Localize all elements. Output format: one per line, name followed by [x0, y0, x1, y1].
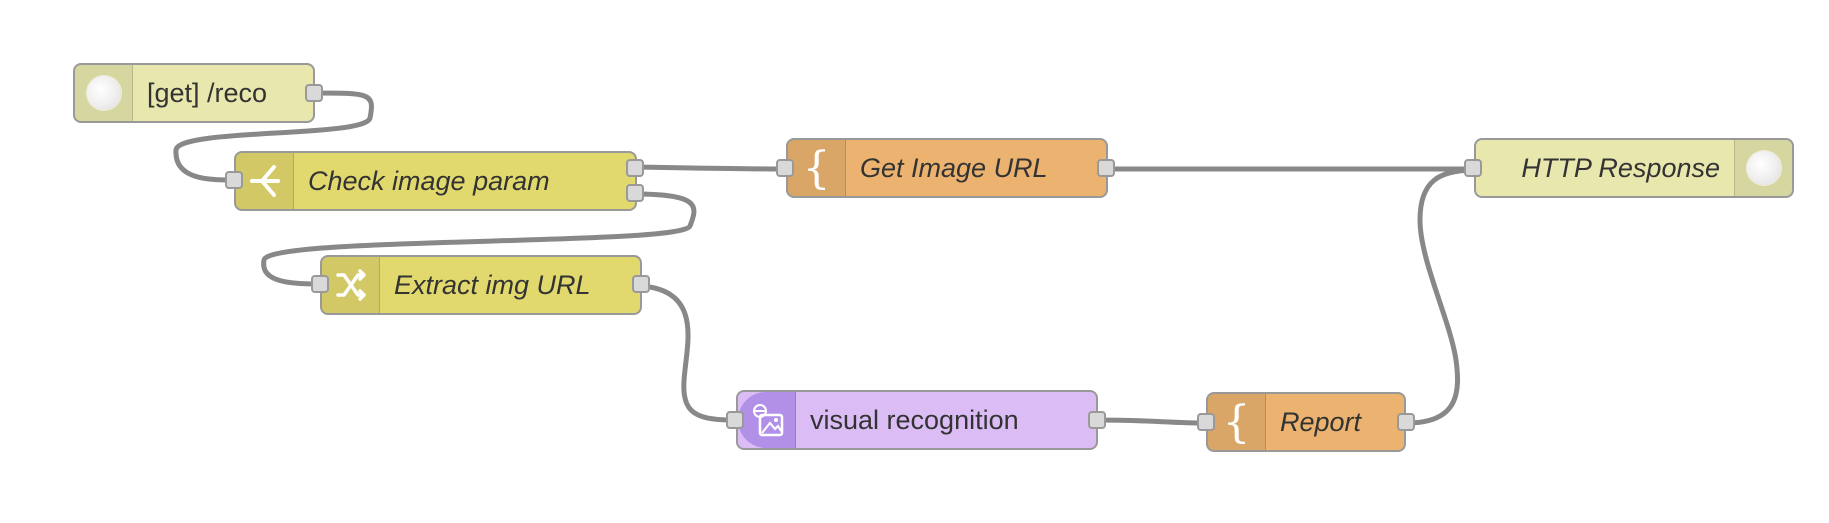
output-port[interactable]	[305, 84, 323, 102]
node-http-response[interactable]: HTTP Response	[1474, 138, 1794, 198]
node-label: HTTP Response	[1521, 152, 1720, 183]
node-report[interactable]: { Report	[1206, 392, 1406, 452]
wire-get-to-check[interactable]	[173, 90, 374, 183]
node-label: Get Image URL	[860, 152, 1048, 183]
node-label: [get] /reco	[147, 77, 268, 108]
output-port[interactable]	[1097, 159, 1115, 177]
input-port[interactable]	[776, 159, 794, 177]
node-get-reco[interactable]: [get] /reco	[73, 63, 315, 123]
input-port[interactable]	[1197, 413, 1215, 431]
wire-check-to-extract[interactable]	[261, 191, 697, 287]
node-visual-recognition[interactable]: visual recognition	[736, 390, 1098, 450]
node-label: Report	[1280, 406, 1362, 437]
globe-icon	[1734, 140, 1792, 196]
wire-report-to-response[interactable]	[1406, 167, 1473, 426]
node-get-image-url[interactable]: { Get Image URL	[786, 138, 1108, 198]
node-check-image-param[interactable]: Check image param	[234, 151, 637, 211]
globe-icon	[75, 65, 133, 121]
output-port[interactable]	[1397, 413, 1415, 431]
input-port[interactable]	[1464, 159, 1482, 177]
output-port-2[interactable]	[626, 184, 644, 202]
input-port[interactable]	[225, 171, 243, 189]
node-label: Extract img URL	[394, 269, 591, 300]
input-port[interactable]	[726, 411, 744, 429]
wire-extract-to-visual[interactable]	[640, 283, 734, 423]
switch-icon	[236, 153, 294, 209]
output-port-1[interactable]	[626, 159, 644, 177]
node-label: visual recognition	[810, 404, 1019, 435]
brace-icon: {	[788, 140, 846, 196]
wire-visual-to-report[interactable]	[1096, 417, 1207, 426]
brace-icon: {	[1208, 394, 1266, 450]
output-port[interactable]	[1088, 411, 1106, 429]
input-port[interactable]	[311, 275, 329, 293]
node-label: Check image param	[308, 165, 550, 196]
image-recognition-icon	[738, 392, 796, 448]
shuffle-icon	[322, 257, 380, 313]
node-extract-img-url[interactable]: Extract img URL	[320, 255, 642, 315]
wire-check-to-getimage[interactable]	[633, 164, 785, 172]
output-port[interactable]	[632, 275, 650, 293]
